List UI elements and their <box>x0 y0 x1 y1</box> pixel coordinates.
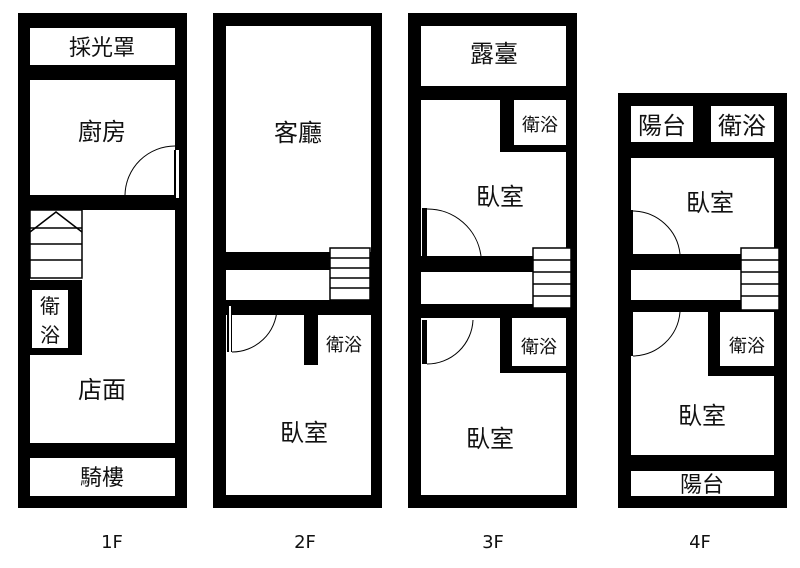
floor-1f: 採光罩 廚房 衛 浴 店面 騎樓 1F <box>18 13 187 553</box>
room-skylight: 採光罩 <box>69 36 135 61</box>
room-bedroom-2f: 臥室 <box>280 419 328 447</box>
room-balcony-4f-top: 陽台 <box>638 112 686 140</box>
floor-3f: 露臺 衛浴 臥室 衛浴 臥室 3F <box>408 13 577 553</box>
floor-2f: 客廳 衛浴 臥室 2F <box>213 13 382 553</box>
room-bath-2f: 衛浴 <box>326 335 362 356</box>
room-bath-4f-lower: 衛浴 <box>729 336 765 357</box>
room-shop: 店面 <box>78 376 126 404</box>
room-bath-3f-upper: 衛浴 <box>522 115 558 136</box>
door-3f-upper <box>422 208 482 257</box>
floor-label-2f: 2F <box>294 532 316 553</box>
floor-label-3f: 3F <box>482 532 504 553</box>
room-terrace: 露臺 <box>470 40 518 68</box>
room-kitchen: 廚房 <box>78 118 126 146</box>
staircase-1f <box>29 209 83 279</box>
room-bath-3f-lower: 衛浴 <box>521 337 557 358</box>
door-4f-upper <box>628 210 681 255</box>
floor-4f: 陽台 衛浴 臥室 衛浴 臥室 陽台 4F <box>618 93 787 553</box>
room-bath-4f-top: 衛浴 <box>718 112 766 140</box>
room-bedroom-4f-lower: 臥室 <box>678 402 726 430</box>
room-balcony-4f-bottom: 陽台 <box>680 473 724 498</box>
room-bedroom-3f-lower: 臥室 <box>466 425 514 453</box>
door-3f-lower <box>422 319 474 365</box>
floor-label-1f: 1F <box>101 532 123 553</box>
floor-label-4f: 4F <box>689 532 711 553</box>
door-1f-kitchen <box>124 145 179 198</box>
room-living: 客廳 <box>274 119 322 147</box>
door-4f-lower <box>628 311 681 357</box>
staircase-3f <box>532 247 572 309</box>
room-bath-1f-bottom: 浴 <box>40 323 60 347</box>
staircase-2f <box>329 247 371 301</box>
room-bedroom-3f-upper: 臥室 <box>476 183 524 211</box>
room-bath-1f-top: 衛 <box>40 294 60 318</box>
room-bedroom-4f-upper: 臥室 <box>686 189 734 217</box>
room-arcade: 騎樓 <box>80 466 124 491</box>
staircase-4f <box>740 247 780 311</box>
door-2f-bedroom <box>227 306 278 353</box>
